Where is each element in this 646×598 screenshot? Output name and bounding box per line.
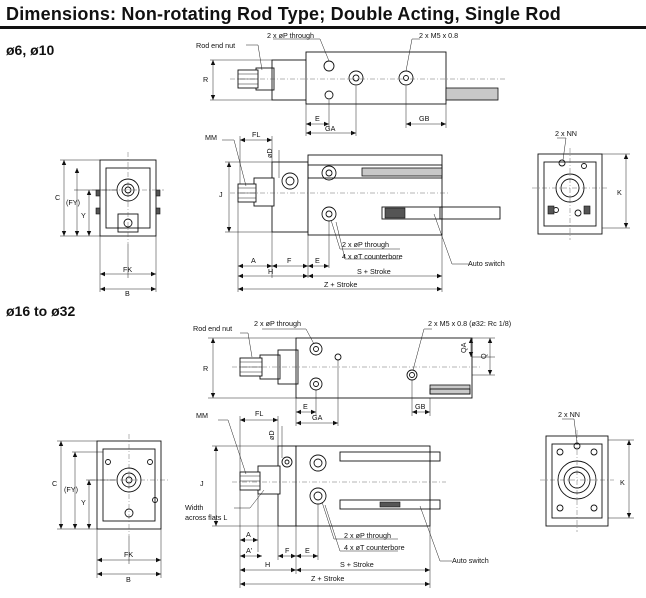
s1-dim-z-stroke: Z + Stroke — [324, 280, 357, 289]
s1-dim-f: F — [287, 256, 292, 265]
s1-auto-switch-label: Auto switch — [468, 259, 505, 268]
section-label-small-bore: ø6, ø10 — [6, 42, 55, 58]
s2-dim-a-prime: A' — [246, 546, 253, 555]
s2-dim-e-top: E — [303, 402, 308, 411]
s2-top-view — [208, 328, 495, 426]
s1-dim-r: R — [203, 75, 208, 84]
s2-dim-ga: GA — [312, 413, 323, 422]
s2-dim-gb: GB — [415, 402, 426, 411]
s1-dim-fk: FK — [123, 265, 132, 274]
s1-side-view — [222, 136, 501, 292]
s1-nn-label: 2 x NN — [555, 129, 577, 138]
s2-dim-a: A — [246, 530, 251, 539]
s1-dim-h: H — [268, 267, 273, 276]
s1-dim-b: B — [125, 289, 130, 298]
s2-dim-b: B — [126, 575, 131, 584]
s2-dim-r: R — [203, 364, 208, 373]
s2-dim-f: F — [285, 546, 290, 555]
s1-dim-gb: GB — [419, 114, 430, 123]
s2-dim-k: K — [620, 478, 625, 487]
s1-dim-s-stroke: S + Stroke — [357, 267, 391, 276]
s1-dim-e-top: E — [315, 114, 320, 123]
s2-p-through-label: 2 x øP through — [344, 531, 391, 540]
title-underline — [0, 26, 646, 29]
s2-end-view-right — [540, 418, 634, 532]
s2-side-view — [212, 416, 452, 588]
s1-end-view-left — [60, 152, 164, 292]
s1-dim-k: K — [617, 188, 622, 197]
s2-mm-label: MM — [196, 411, 208, 420]
s2-dim-c: C — [52, 479, 57, 488]
page-title: Dimensions: Non-rotating Rod Type; Doubl… — [6, 4, 561, 24]
s1-port-through-label: 2 x øP through — [267, 31, 314, 40]
s1-dim-fy: (FY) — [66, 198, 80, 207]
s2-dim-e: E — [305, 546, 310, 555]
s2-end-view-left — [57, 434, 168, 578]
s2-dim-z-stroke: Z + Stroke — [311, 574, 344, 583]
s1-dim-j: J — [219, 190, 223, 199]
s1-port-thread-label: 2 x M5 x 0.8 — [419, 31, 458, 40]
s2-dim-qa: QA — [459, 342, 468, 353]
s1-dim-ga: GA — [325, 124, 336, 133]
s1-fl-label: FL — [252, 130, 260, 139]
s2-dim-fy: (FY) — [64, 485, 78, 494]
s1-dim-a: A — [251, 256, 256, 265]
s2-dim-h: H — [265, 560, 270, 569]
s1-top-view — [210, 38, 505, 136]
s1-counterbore-label: 4 x øT counterbore — [342, 252, 403, 261]
s2-fl-label: FL — [255, 409, 263, 418]
s2-nn-label: 2 x NN — [558, 410, 580, 419]
s1-dim-c: C — [55, 193, 60, 202]
s2-dim-fk: FK — [124, 550, 133, 559]
s2-dim-q: Q — [479, 353, 488, 359]
section-label-large-bore: ø16 to ø32 — [6, 303, 76, 319]
s2-rod-end-nut-label: Rod end nut — [193, 324, 232, 333]
s1-dim-y: Y — [81, 211, 86, 220]
s1-mm-label: MM — [205, 133, 217, 142]
s2-od-label: øD — [267, 430, 276, 440]
s2-dim-s-stroke: S + Stroke — [340, 560, 374, 569]
s1-od-label: øD — [265, 148, 274, 158]
s2-width-flats-label-1: Width — [185, 503, 203, 512]
s2-port-thread-label: 2 x M5 x 0.8 (ø32: Rc 1/8) — [428, 319, 511, 328]
s2-dim-j: J — [200, 479, 204, 488]
s2-auto-switch-label: Auto switch — [452, 556, 489, 565]
s2-counterbore-label: 4 x øT counterbore — [344, 543, 405, 552]
s1-p-through-label: 2 x øP through — [342, 240, 389, 249]
s1-dim-e: E — [315, 256, 320, 265]
s1-end-view-right — [532, 137, 630, 240]
s2-width-flats-label-2: across flats L — [185, 513, 227, 522]
s2-port-through-label: 2 x øP through — [254, 319, 301, 328]
s2-dim-y: Y — [81, 498, 86, 507]
s1-rod-end-nut-label: Rod end nut — [196, 41, 235, 50]
